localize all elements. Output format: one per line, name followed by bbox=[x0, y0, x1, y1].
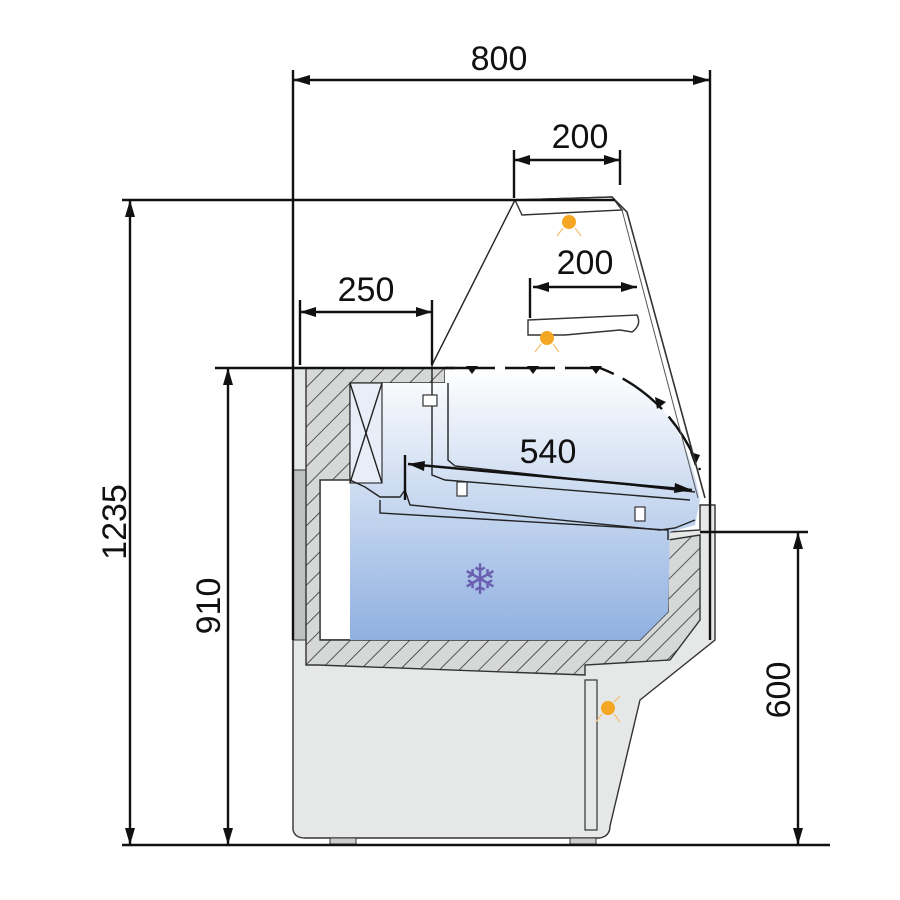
tray-clip-right bbox=[634, 506, 646, 522]
airflow-arrow-1 bbox=[466, 366, 478, 374]
dim-display-depth: 540 bbox=[520, 433, 577, 471]
dim-counter-height: 910 bbox=[190, 578, 228, 635]
top-light-housing bbox=[513, 196, 624, 216]
shelf-light-icon bbox=[534, 331, 560, 353]
snowflake-icon: ❄ bbox=[462, 555, 497, 604]
top-light-icon bbox=[556, 215, 582, 237]
dim-front-height: 600 bbox=[760, 662, 798, 719]
dim-middle-shelf: 200 bbox=[557, 244, 614, 282]
airflow-arrow-3 bbox=[590, 366, 602, 374]
tray-clip-left bbox=[456, 481, 468, 497]
cabinet-base bbox=[292, 367, 716, 839]
base-lower-panel bbox=[584, 679, 598, 831]
foot-right bbox=[569, 837, 597, 845]
dim-overall-height: 1235 bbox=[96, 484, 134, 560]
airflow-arrow-4 bbox=[655, 397, 666, 409]
evaporator-cross-2 bbox=[349, 382, 383, 484]
front-glass-inner bbox=[621, 209, 699, 499]
dimension-lines bbox=[122, 70, 830, 847]
middle-shelf bbox=[527, 314, 640, 336]
foot-left bbox=[329, 837, 357, 845]
air-duct bbox=[431, 365, 691, 501]
dim-rear-worktop: 250 bbox=[338, 271, 395, 309]
cold-display-well bbox=[350, 368, 700, 640]
dim-overall-depth: 800 bbox=[471, 40, 528, 78]
rear-glass bbox=[431, 199, 516, 366]
base-light-icon bbox=[595, 695, 621, 723]
fan-bracket bbox=[422, 394, 438, 407]
dim-top-shelf: 200 bbox=[552, 118, 609, 156]
display-tray-lower bbox=[379, 500, 669, 540]
airflow-arrow-2 bbox=[527, 366, 539, 374]
